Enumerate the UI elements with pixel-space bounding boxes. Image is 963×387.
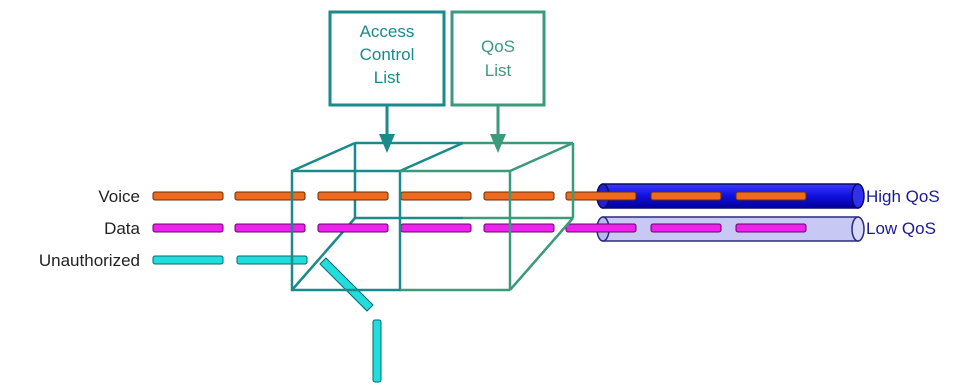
high-qos-label: High QoS — [866, 187, 940, 206]
qos-label-line-1: QoS — [481, 37, 515, 56]
low-qos-pipe — [596, 216, 865, 242]
acl-label-line-3: List — [374, 68, 401, 87]
acl-box — [328, 10, 446, 107]
acl-cube-back — [291, 143, 463, 291]
qos-cube-front — [400, 141, 575, 292]
acl-cube-front — [290, 141, 464, 292]
data-traffic-line — [152, 223, 807, 233]
voice-traffic-line — [152, 191, 807, 201]
unauthorized-label: Unauthorized — [39, 251, 140, 270]
qos-label-line-2: List — [485, 61, 512, 80]
acl-label-line-1: Access — [360, 22, 415, 41]
high-qos-pipe — [596, 183, 865, 209]
voice-label: Voice — [98, 187, 140, 206]
acl-label-line-2: Control — [360, 45, 415, 64]
qos-arrow — [490, 105, 506, 153]
acl-arrow — [379, 105, 395, 153]
qos-list-box — [450, 10, 546, 107]
low-qos-label: Low QoS — [866, 219, 936, 238]
unauthorized-traffic-line — [152, 255, 382, 383]
data-label: Data — [104, 219, 140, 238]
